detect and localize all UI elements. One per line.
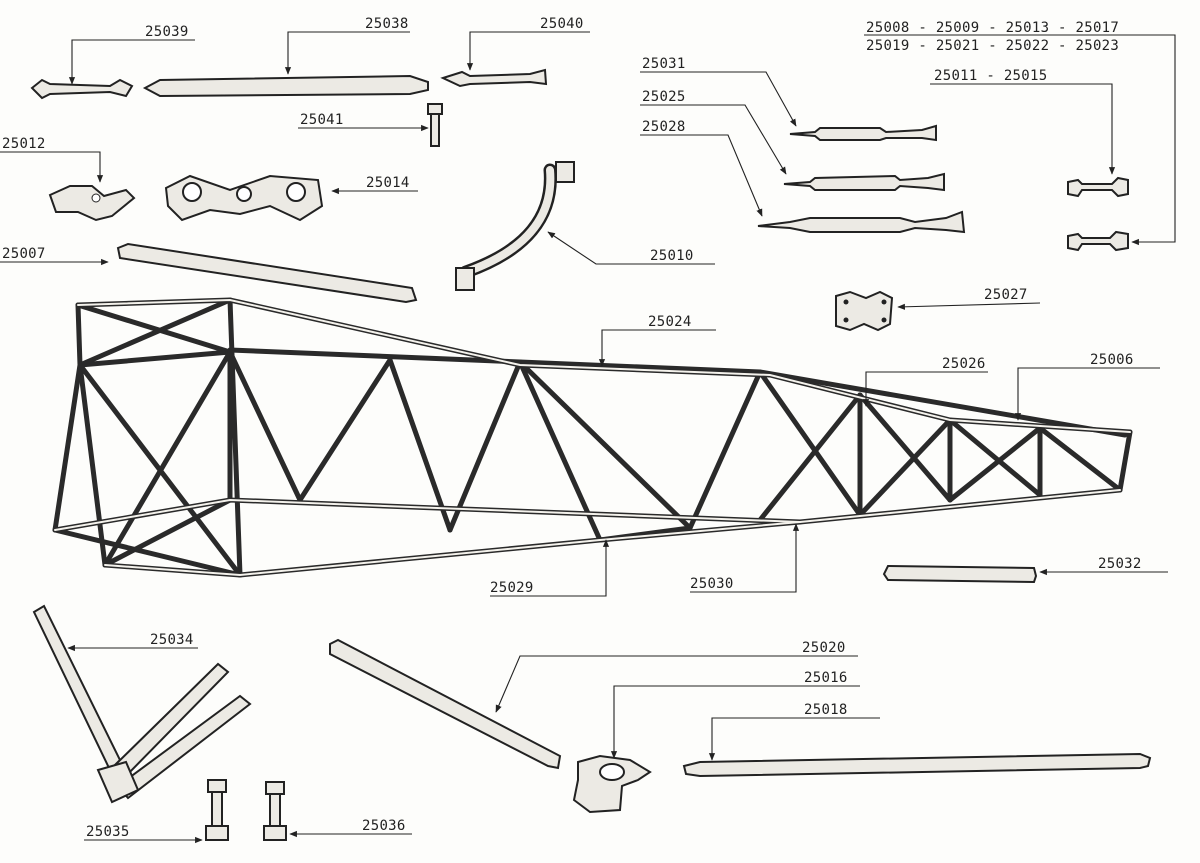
label-25040: 25040 xyxy=(540,16,584,32)
label-25007: 25007 xyxy=(2,246,46,262)
label-25036: 25036 xyxy=(362,818,406,834)
part-25008-bolt xyxy=(1067,230,1129,252)
label-25026: 25026 xyxy=(942,356,986,372)
part-25031-turnbuckle xyxy=(789,124,937,142)
label-25038: 25038 xyxy=(365,16,409,32)
part-25016-clamp xyxy=(572,754,652,814)
label-25029: 25029 xyxy=(490,580,534,596)
label-25012: 25012 xyxy=(2,136,46,152)
label-25006: 25006 xyxy=(1090,352,1134,368)
label-25024: 25024 xyxy=(648,314,692,330)
part-25036-bolt xyxy=(263,781,287,841)
part-25041-bolt xyxy=(427,103,443,147)
part-25007-strut xyxy=(116,242,418,304)
part-25038-tube xyxy=(142,74,429,98)
label-25020: 25020 xyxy=(802,640,846,656)
label-25039: 25039 xyxy=(145,24,189,40)
part-25035-bolt xyxy=(205,779,229,841)
part-25012-bracket xyxy=(48,185,136,222)
label-25030: 25030 xyxy=(690,576,734,592)
leader-lines xyxy=(0,31,1176,844)
label-25035: 25035 xyxy=(86,824,130,840)
label-25014: 25014 xyxy=(366,175,410,191)
label-25016: 25016 xyxy=(804,670,848,686)
part-25020-strut xyxy=(329,638,562,770)
part-25040-bolt xyxy=(440,68,548,88)
label-25010: 25010 xyxy=(650,248,694,264)
label-group-a: 25008 - 25009 - 25013 - 25017 xyxy=(866,20,1119,36)
part-25032-tube xyxy=(882,564,1038,584)
label-25025: 25025 xyxy=(642,89,686,105)
part-25011-bolt xyxy=(1067,176,1129,198)
part-25025-turnbuckle xyxy=(783,172,945,192)
label-25018: 25018 xyxy=(804,702,848,718)
part-25010-curved-tube xyxy=(455,161,575,291)
part-25018-tube xyxy=(682,752,1152,778)
part-25039-rod xyxy=(30,78,134,100)
label-25011-25015: 25011 - 25015 xyxy=(934,68,1047,84)
part-25014-clamp xyxy=(164,174,324,222)
part-25028-turnbuckle xyxy=(757,210,966,234)
part-25027-plate xyxy=(835,290,894,332)
label-25031: 25031 xyxy=(642,56,686,72)
part-number-labels: 25039 25038 25040 25041 25012 25014 2500… xyxy=(2,16,1142,840)
part-25034-v-strut xyxy=(32,604,252,804)
label-25028: 25028 xyxy=(642,119,686,135)
label-25034: 25034 xyxy=(150,632,194,648)
fuselage-frame xyxy=(52,297,1133,578)
label-25027: 25027 xyxy=(984,287,1028,303)
label-25041: 25041 xyxy=(300,112,344,128)
label-group-b: 25019 - 25021 - 25022 - 25023 xyxy=(866,38,1119,54)
label-25032: 25032 xyxy=(1098,556,1142,572)
